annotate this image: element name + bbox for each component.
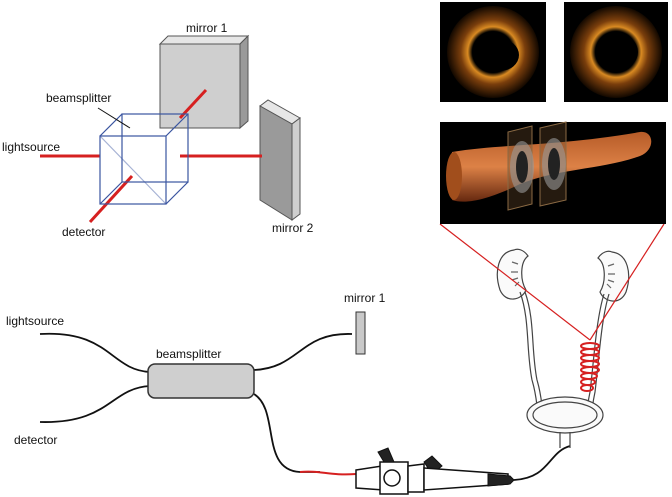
fiber-lightsource <box>39 332 151 373</box>
oct-cross-section-1 <box>440 2 546 102</box>
endoscope <box>355 445 571 495</box>
beamsplitter-top-label: beamsplitter <box>46 91 111 105</box>
mirror-2-label: mirror 2 <box>272 221 314 235</box>
fiber-detector <box>39 385 151 423</box>
zoom-line-right <box>589 223 665 341</box>
mirror-1-top-label: mirror 1 <box>186 21 228 35</box>
beamsplitter-fiber-coupler <box>147 363 255 399</box>
oct-cross-section-2 <box>564 2 668 102</box>
lightsource-bottom-label: lightsource <box>6 314 64 328</box>
lightsource-top-label: lightsource <box>2 140 60 154</box>
urinary-tract-illustration <box>496 248 630 448</box>
mirror-2 <box>259 99 301 221</box>
beamsplitter-cube <box>99 113 189 205</box>
fiber-sample-arm-red <box>299 470 357 476</box>
beam-to-detector <box>88 174 134 224</box>
free-space-interferometer: mirror 1 beamsplitter lightsource detect… <box>2 21 314 239</box>
fiber-sample-arm <box>253 393 320 473</box>
mirror-1-bottom <box>355 311 366 355</box>
oct-catheter-coil <box>580 342 600 392</box>
fiber-reference-arm <box>253 333 353 371</box>
oct-3d-volume <box>440 121 666 224</box>
detector-top-label: detector <box>62 225 105 239</box>
zoom-line-left <box>439 223 591 341</box>
beamsplitter-leader-line <box>97 107 131 129</box>
beamsplitter-bottom-label: beamsplitter <box>156 347 221 361</box>
fiber-interferometer: mirror 1 lightsource beamsplitter detect… <box>6 291 386 476</box>
beam-to-mirror-1 <box>178 88 208 120</box>
mirror-1-bottom-label: mirror 1 <box>344 291 386 305</box>
detector-bottom-label: detector <box>14 433 57 447</box>
